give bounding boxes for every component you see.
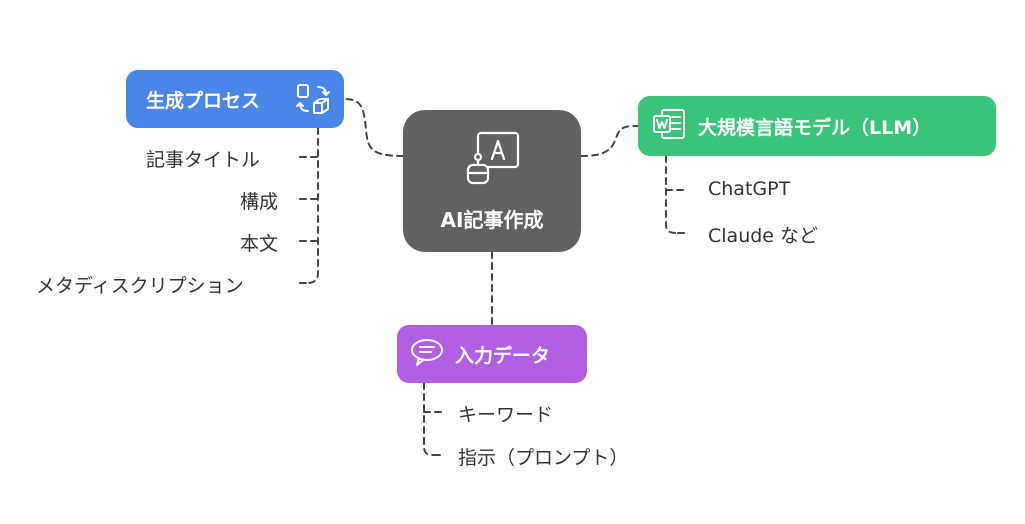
generation-item: 本文 (240, 233, 279, 255)
speech-bubble-icon (409, 337, 445, 372)
center-label: AI記事作成 (440, 208, 544, 232)
generation-node[interactable]: 生成プロセス (126, 70, 344, 128)
llm-item: Claude など (708, 225, 819, 247)
connector-center-llm (580, 125, 639, 157)
center-node[interactable]: AI記事作成 (403, 110, 581, 252)
robot-ai-icon (462, 129, 522, 194)
input-item: 指示（プロンプト） (458, 447, 629, 469)
llm-node[interactable]: 大規模言語モデル（LLM） (638, 96, 996, 156)
connector-input-trunk (423, 382, 435, 456)
generation-item: メタディスクリプション (36, 275, 244, 297)
connector-generation-trunk (305, 127, 319, 284)
document-word-icon (652, 108, 686, 145)
generation-item: 構成 (240, 191, 279, 213)
connector-llm-trunk (665, 155, 679, 234)
connector-center-generation (343, 98, 404, 157)
generation-item: 記事タイトル (146, 149, 261, 171)
transform-cycle-icon (296, 83, 330, 120)
llm-label: 大規模言語モデル（LLM） (698, 116, 932, 139)
generation-label: 生成プロセス (146, 89, 261, 112)
input-label: 入力データ (455, 344, 551, 367)
input-node[interactable]: 入力データ (397, 325, 587, 383)
llm-item: ChatGPT (708, 178, 791, 200)
input-item: キーワード (458, 404, 554, 426)
